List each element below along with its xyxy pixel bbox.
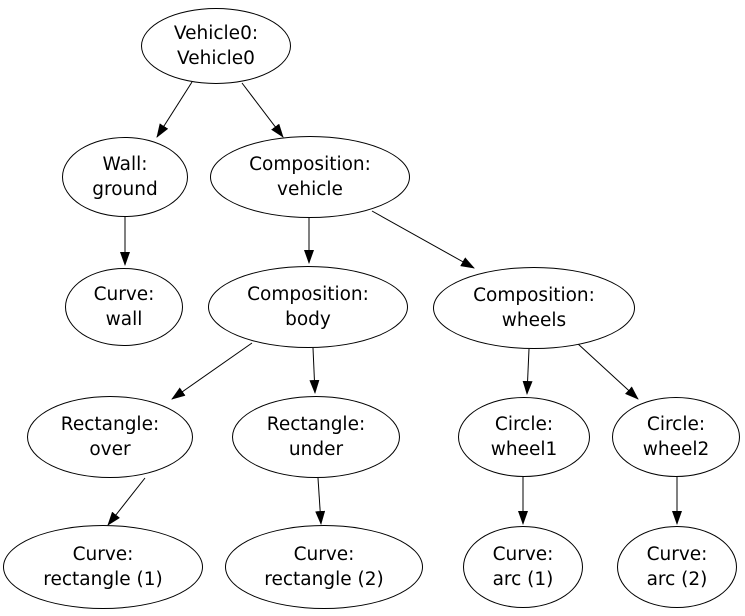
node-curve-rectangle-1: Curve: rectangle (1): [3, 525, 203, 609]
node-composition-vehicle-label: Composition: vehicle: [249, 154, 371, 200]
edge-vehicle0-to-wall-ground: [156, 81, 193, 138]
node-curve-arc-1-label: Curve: arc (1): [492, 544, 554, 590]
node-composition-wheels: Composition: wheels: [433, 267, 635, 349]
node-composition-body-label: Composition: body: [247, 284, 369, 330]
node-rectangle-over: Rectangle: over: [27, 396, 193, 478]
edge-composition-body-to-rectangle-over: [171, 342, 253, 400]
edge-composition-body-to-rectangle-under: [309, 347, 320, 394]
node-curve-wall-label: Curve: wall: [93, 284, 155, 330]
node-circle-wheel2: Circle: wheel2: [612, 397, 740, 477]
node-wall-ground: Wall: ground: [62, 137, 188, 217]
node-curve-rectangle-2: Curve: rectangle (2): [225, 525, 423, 609]
node-curve-wall: Curve: wall: [65, 268, 183, 346]
node-circle-wheel1-label: Circle: wheel1: [490, 414, 558, 460]
edge-composition-vehicle-to-composition-wheels: [371, 210, 475, 269]
edge-rectangle-over-to-curve-rectangle-1: [107, 477, 146, 526]
node-circle-wheel2-label: Circle: wheel2: [642, 414, 710, 460]
node-vehicle0-label: Vehicle0: Vehicle0: [173, 23, 259, 69]
node-composition-wheels-label: Composition: wheels: [473, 285, 595, 331]
node-vehicle0: Vehicle0: Vehicle0: [141, 8, 291, 84]
node-curve-arc-2: Curve: arc (2): [617, 526, 737, 608]
node-curve-rectangle-1-label: Curve: rectangle (1): [43, 544, 163, 590]
node-composition-vehicle: Composition: vehicle: [210, 136, 410, 218]
node-rectangle-over-label: Rectangle: over: [60, 414, 160, 460]
edge-vehicle0-to-composition-vehicle: [241, 82, 284, 138]
node-curve-arc-2-label: Curve: arc (2): [646, 544, 708, 590]
node-composition-body: Composition: body: [208, 266, 408, 348]
edge-composition-wheels-to-circle-wheel2: [576, 342, 639, 400]
edge-composition-wheels-to-circle-wheel1: [522, 348, 533, 395]
node-curve-rectangle-2-label: Curve: rectangle (2): [264, 544, 384, 590]
node-circle-wheel1: Circle: wheel1: [458, 397, 590, 477]
node-wall-ground-label: Wall: ground: [92, 154, 158, 200]
node-rectangle-under: Rectangle: under: [232, 396, 400, 478]
node-rectangle-under-label: Rectangle: under: [266, 414, 366, 460]
node-curve-arc-1: Curve: arc (1): [463, 526, 583, 608]
edge-rectangle-under-to-curve-rectangle-2: [315, 477, 326, 525]
